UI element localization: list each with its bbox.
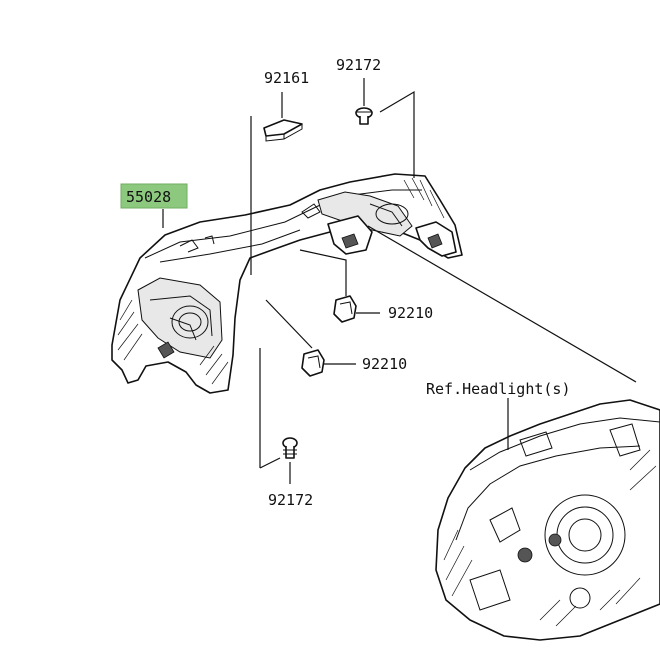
label-92172-top: 92172 — [336, 56, 381, 74]
label-92172-bottom: 92172 — [268, 491, 313, 509]
label-ref-headlights: Ref.Headlight(s) — [426, 380, 571, 398]
label-92210-lower: 92210 — [362, 355, 407, 373]
part-92210-lower-clip[interactable] — [301, 349, 325, 377]
headlight-reference-drawing — [435, 399, 660, 641]
cowl-part[interactable] — [111, 173, 463, 394]
label-55028-highlight — [120, 183, 188, 209]
part-92172-bottom-bolt[interactable] — [282, 437, 298, 459]
label-92210-upper: 92210 — [388, 304, 433, 322]
svg-text:55028: 55028 — [126, 188, 171, 206]
label-55028: 55028 — [120, 183, 188, 209]
leader-lines — [162, 78, 637, 484]
part-92210-upper-clip[interactable] — [333, 295, 357, 323]
part-92172-top-bolt[interactable] — [355, 107, 373, 125]
label-92161: 92161 — [264, 69, 309, 87]
part-92161-pad[interactable] — [263, 119, 303, 142]
